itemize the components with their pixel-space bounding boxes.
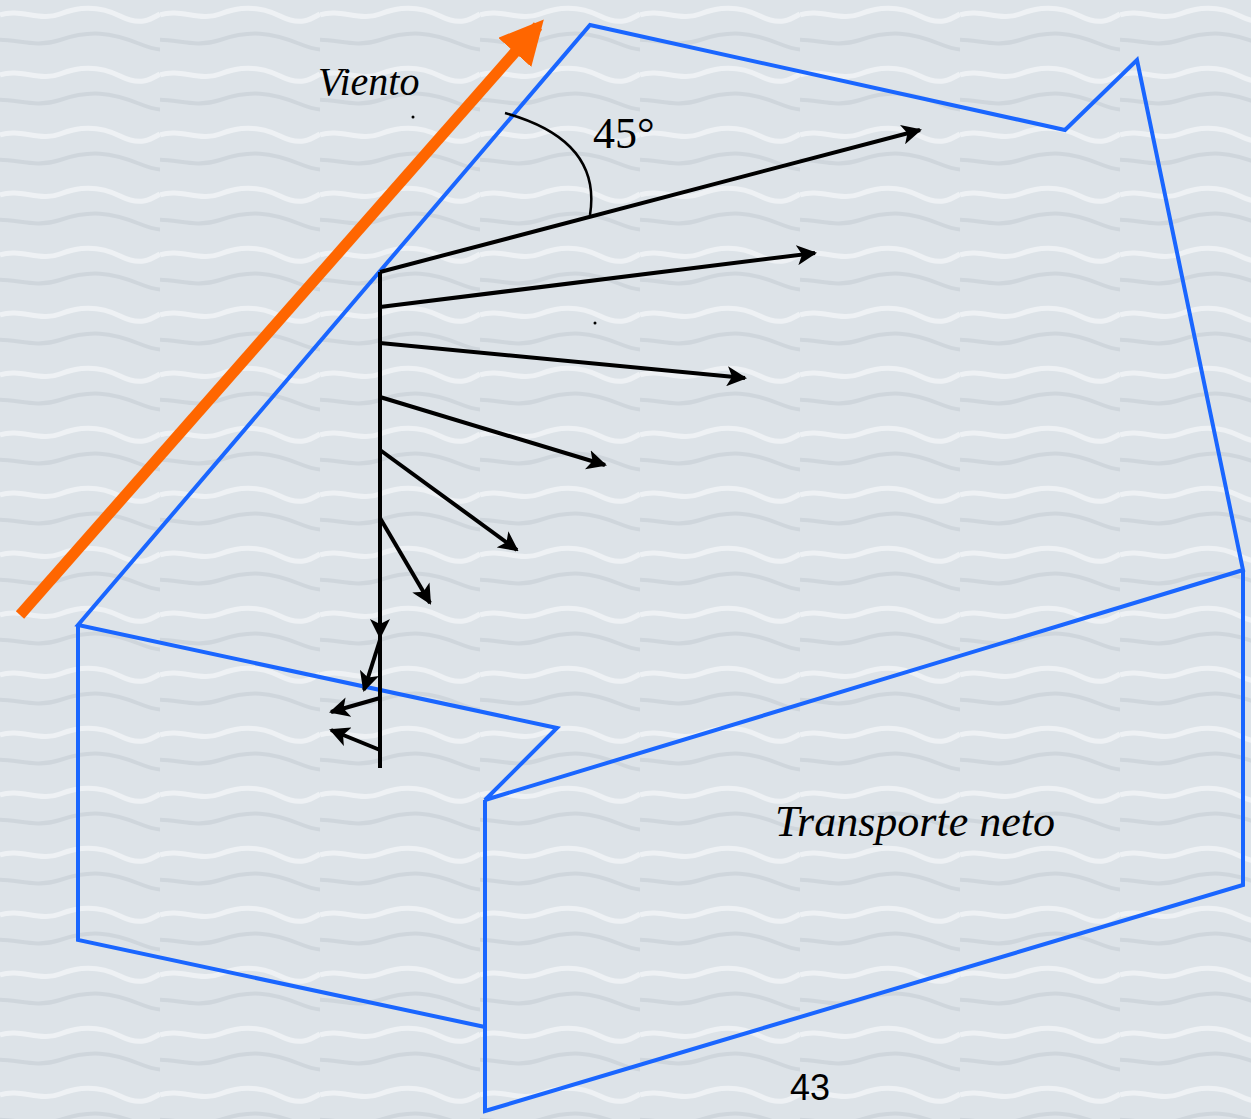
water-block xyxy=(78,25,1243,1111)
angle-label: 45° xyxy=(593,112,655,156)
ekman-spiral xyxy=(331,113,920,768)
page-number: 43 xyxy=(790,1070,830,1106)
wind-arrow xyxy=(20,26,538,615)
dot xyxy=(412,116,415,119)
wind-label: Viento xyxy=(318,62,419,102)
dot xyxy=(594,322,597,325)
transport-label: Transporte neto xyxy=(775,800,1055,844)
